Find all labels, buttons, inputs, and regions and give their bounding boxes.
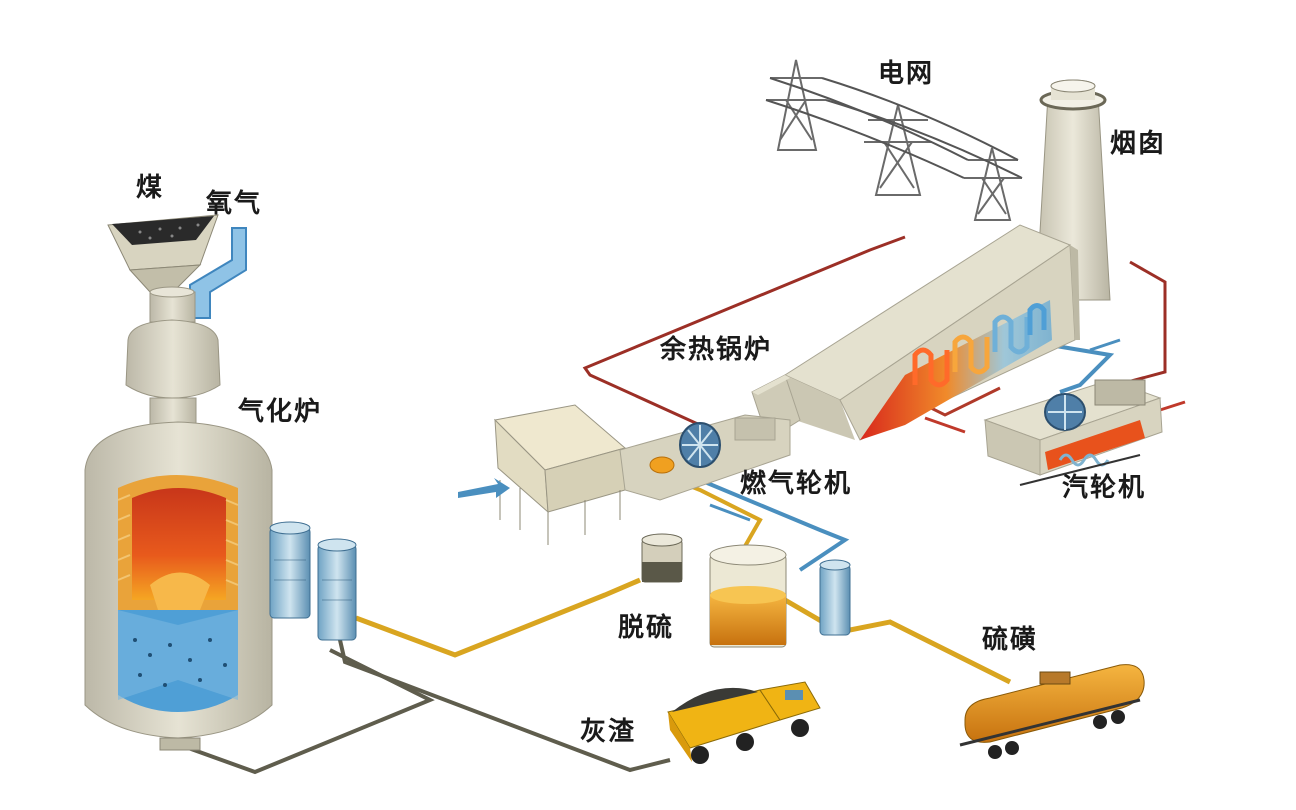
chimney	[1035, 79, 1111, 301]
desulfurization-unit	[641, 533, 851, 648]
pylon-3	[964, 147, 1022, 221]
label-coal: 煤	[136, 173, 164, 203]
steam-line-low	[924, 416, 966, 434]
label-gasifier: 气化炉	[237, 396, 322, 427]
label-gas-turbine: 燃气轮机	[740, 468, 852, 499]
label-waste-heat-boiler: 余热锅炉	[659, 334, 772, 365]
syngas-line	[355, 577, 641, 658]
ash-line-to-slag	[338, 639, 671, 773]
steam-turbine	[983, 379, 1163, 486]
steam-line-top	[582, 235, 906, 427]
waste-heat-boiler	[751, 224, 1080, 441]
label-ash-slag: 灰渣	[580, 717, 636, 747]
label-chimney: 烟囱	[1110, 129, 1166, 159]
pylon-1	[766, 59, 826, 151]
gas-cleanup-tanks	[269, 521, 357, 641]
gasifier	[84, 214, 273, 751]
dump-truck	[667, 681, 821, 764]
label-steam-turbine: 汽轮机	[1062, 473, 1146, 503]
water-line-4	[1089, 338, 1121, 352]
gas-turbine	[458, 404, 791, 545]
steam-line-st	[1159, 400, 1186, 412]
label-oxygen: 氧气	[205, 188, 262, 219]
water-line-1	[699, 478, 850, 572]
labels: 煤 氧气 气化炉 电网 烟囱 余热锅炉 燃气轮机 汽轮机 脱硫 硫磺 灰渣	[136, 59, 1166, 747]
label-power-grid: 电网	[878, 59, 934, 89]
boiler-coils	[912, 303, 1047, 388]
air-intake-arrow-icon	[458, 478, 510, 498]
water-line-2	[709, 503, 751, 522]
label-desulfurization: 脱硫	[618, 612, 674, 643]
water-line-3	[1049, 343, 1115, 394]
sulfur-line	[783, 597, 1012, 685]
pylon-2	[864, 104, 932, 196]
power-grid-towers	[765, 59, 1023, 221]
label-sulfur: 硫磺	[982, 624, 1038, 655]
sulfur-tank-car	[959, 664, 1145, 759]
oxygen-pipe	[189, 227, 247, 319]
